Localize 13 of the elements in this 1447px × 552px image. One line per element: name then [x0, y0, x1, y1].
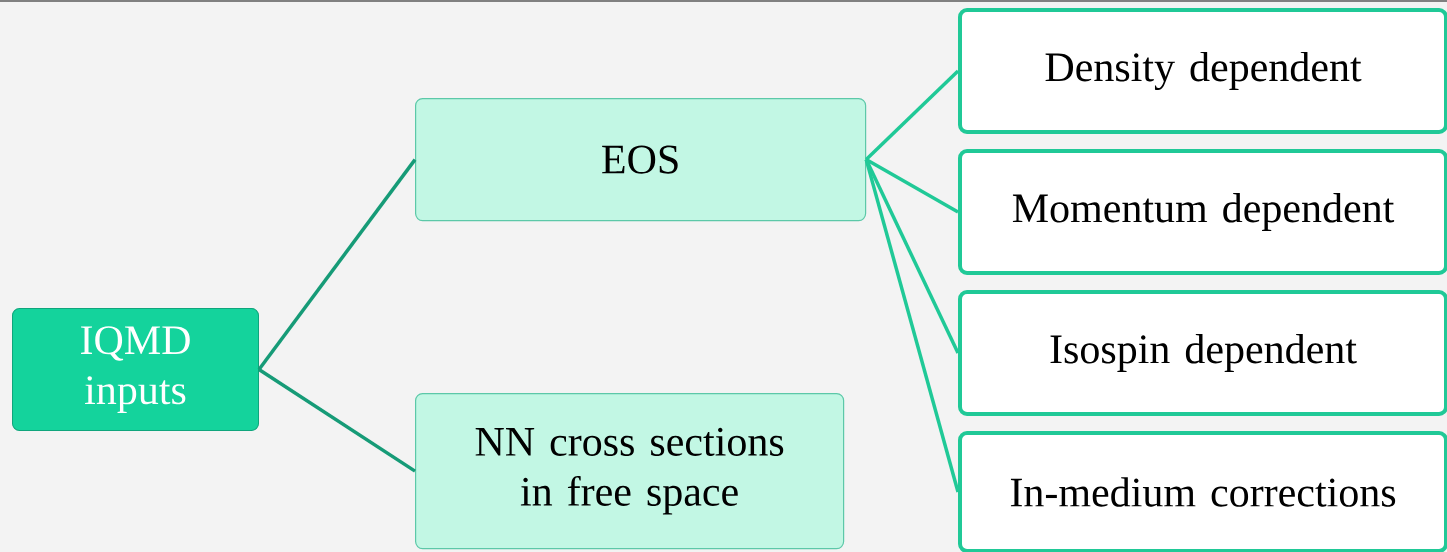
- connector-line: [865, 69, 960, 161]
- connector-line: [257, 158, 417, 371]
- connector-line: [258, 368, 416, 473]
- leaf-box: In-medium corrections: [958, 431, 1447, 552]
- category-box: NN cross sections in free space: [415, 393, 845, 550]
- leaf-box: Density dependent: [958, 8, 1447, 134]
- leaf-box: Isospin dependent: [958, 290, 1447, 416]
- connector-line: [864, 159, 960, 493]
- root-box: IQMD inputs: [12, 308, 259, 431]
- connector-line: [865, 158, 959, 214]
- category-box: EOS: [415, 98, 867, 222]
- connector-line: [864, 158, 960, 354]
- leaf-box: Momentum dependent: [958, 149, 1447, 275]
